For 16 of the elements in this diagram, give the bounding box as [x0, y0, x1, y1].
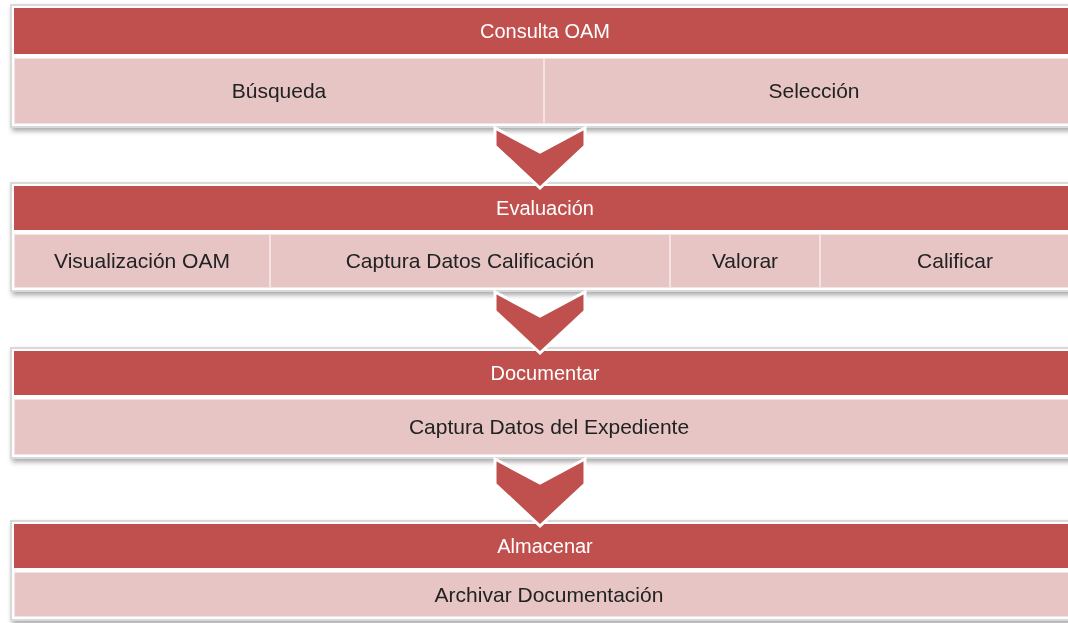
- step-box: Archivar Documentación: [14, 572, 1068, 617]
- chevron-arrow: [493, 289, 587, 356]
- step-box: Valorar: [670, 234, 820, 288]
- header-band: Consulta OAM: [14, 8, 1068, 54]
- chevron-arrow: [493, 125, 587, 191]
- step-box: Calificar: [820, 234, 1068, 288]
- process-panel: [10, 4, 1068, 128]
- process-panel: [10, 347, 1068, 459]
- process-panel: [10, 182, 1068, 292]
- step-box: Captura Datos del Expediente: [14, 399, 1068, 455]
- process-panel: [10, 520, 1068, 621]
- chevron-arrow: [493, 456, 587, 529]
- step-box: Búsqueda: [14, 58, 544, 124]
- step-box: Selección: [544, 58, 1068, 124]
- step-box: Captura Datos Calificación: [270, 234, 670, 288]
- step-box: Visualización OAM: [14, 234, 270, 288]
